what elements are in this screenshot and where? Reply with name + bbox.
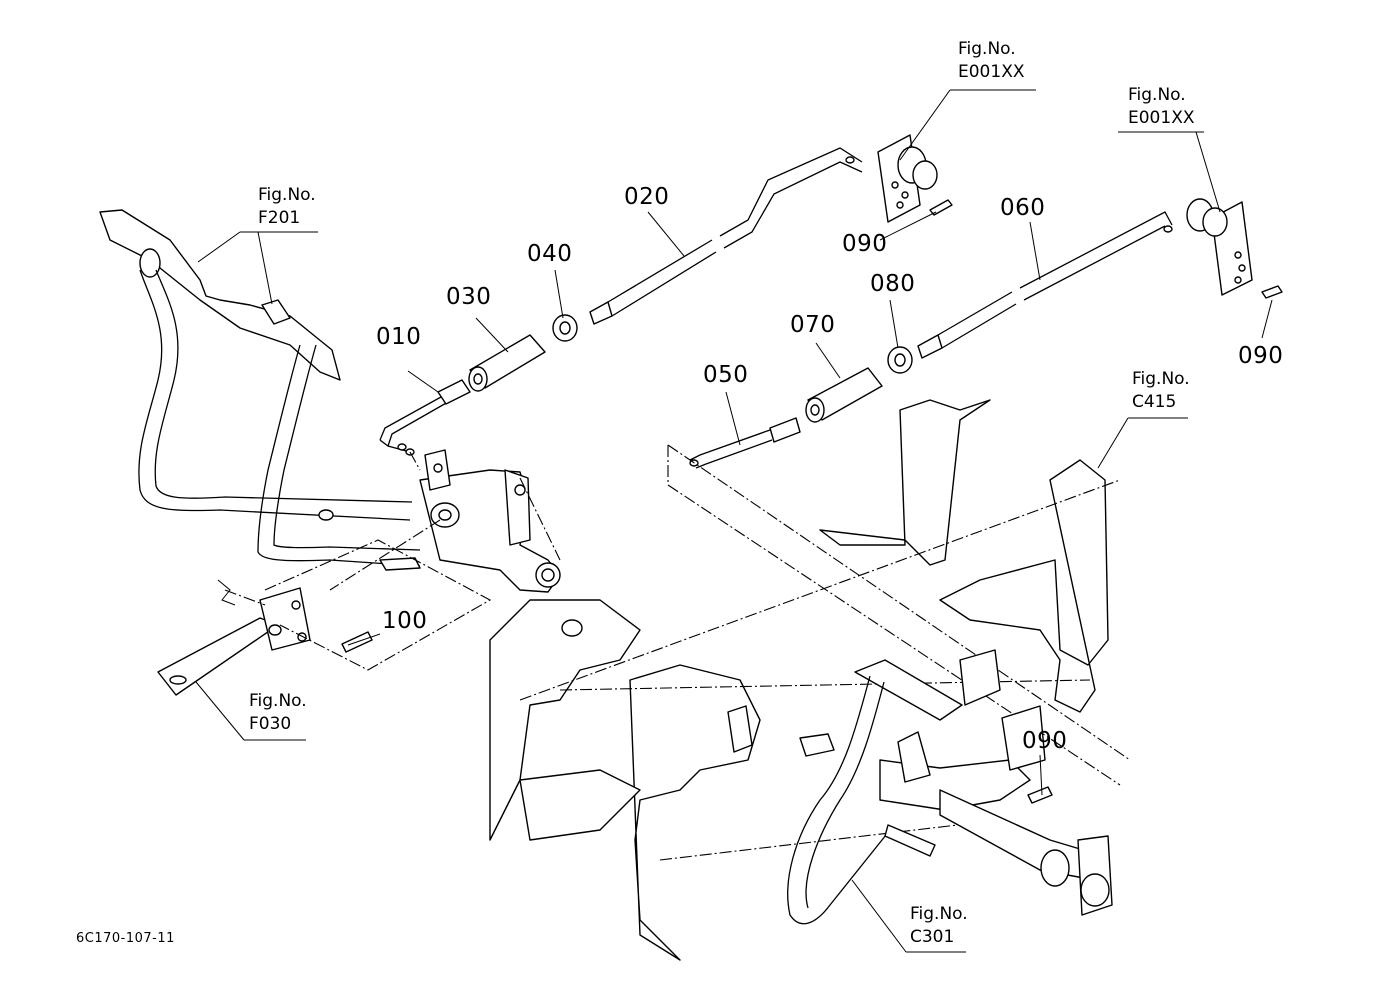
pedal-assembly-f201	[99, 209, 421, 567]
rod-050	[689, 417, 801, 469]
part-label-030: 030	[446, 284, 492, 310]
fig-ref-code: F030	[249, 714, 292, 734]
rod-020	[589, 147, 863, 325]
sleeve-030	[468, 334, 546, 392]
fig-ref-code: E001XX	[958, 62, 1025, 82]
shaft-bracket	[379, 449, 561, 593]
part-label-090-c: 090	[1022, 728, 1068, 754]
sleeve-070	[805, 367, 883, 423]
rod-010	[379, 379, 471, 456]
fig-ref-code: C301	[910, 927, 955, 947]
part-label-060: 060	[1000, 195, 1046, 221]
part-label-100: 100	[382, 608, 428, 634]
bracket-f030	[157, 579, 311, 696]
part-label-040: 040	[527, 241, 573, 267]
fig-ref-prefix: Fig.No.	[910, 904, 968, 924]
part-label-090-a: 090	[842, 231, 888, 257]
fig-ref-f030: Fig.No. F030	[249, 690, 307, 736]
part-label-020: 020	[624, 184, 670, 210]
part-label-070: 070	[790, 312, 836, 338]
assembly-lines	[264, 451, 561, 671]
fig-ref-prefix: Fig.No.	[1132, 369, 1190, 389]
fig-ref-prefix: Fig.No.	[958, 39, 1016, 59]
fig-ref-c415: Fig.No. C415	[1132, 368, 1190, 414]
cotter-pin-090-c	[1027, 786, 1053, 804]
part-label-080: 080	[870, 271, 916, 297]
drawing-code: 6C170-107-11	[76, 931, 175, 946]
fig-ref-f201: Fig.No. F201	[258, 184, 316, 230]
nut-040	[552, 314, 578, 342]
cotter-pin-090-b	[1261, 285, 1283, 299]
switch-e001-left	[877, 134, 938, 223]
fig-ref-code: F201	[258, 208, 301, 228]
fig-ref-c301: Fig.No. C301	[910, 903, 968, 949]
cotter-pin-090-a	[929, 199, 953, 216]
fig-ref-prefix: Fig.No.	[1128, 85, 1186, 105]
fig-ref-prefix: Fig.No.	[249, 691, 307, 711]
side-plates	[489, 479, 1121, 961]
fig-ref-e001-left: Fig.No. E001XX	[958, 38, 1024, 84]
fig-ref-e001-right: Fig.No. E001XX	[1128, 84, 1194, 130]
fig-ref-code: C415	[1132, 392, 1177, 412]
switch-e001-right	[1186, 198, 1253, 296]
part-label-050: 050	[703, 362, 749, 388]
part-label-010: 010	[376, 324, 422, 350]
fig-ref-code: E001XX	[1128, 108, 1195, 128]
pedal-c301	[787, 649, 1113, 925]
nut-080	[887, 346, 913, 374]
part-label-090-b: 090	[1238, 343, 1284, 369]
fig-ref-prefix: Fig.No.	[258, 185, 316, 205]
leader-lines	[195, 89, 1273, 953]
rod-060	[917, 211, 1173, 359]
